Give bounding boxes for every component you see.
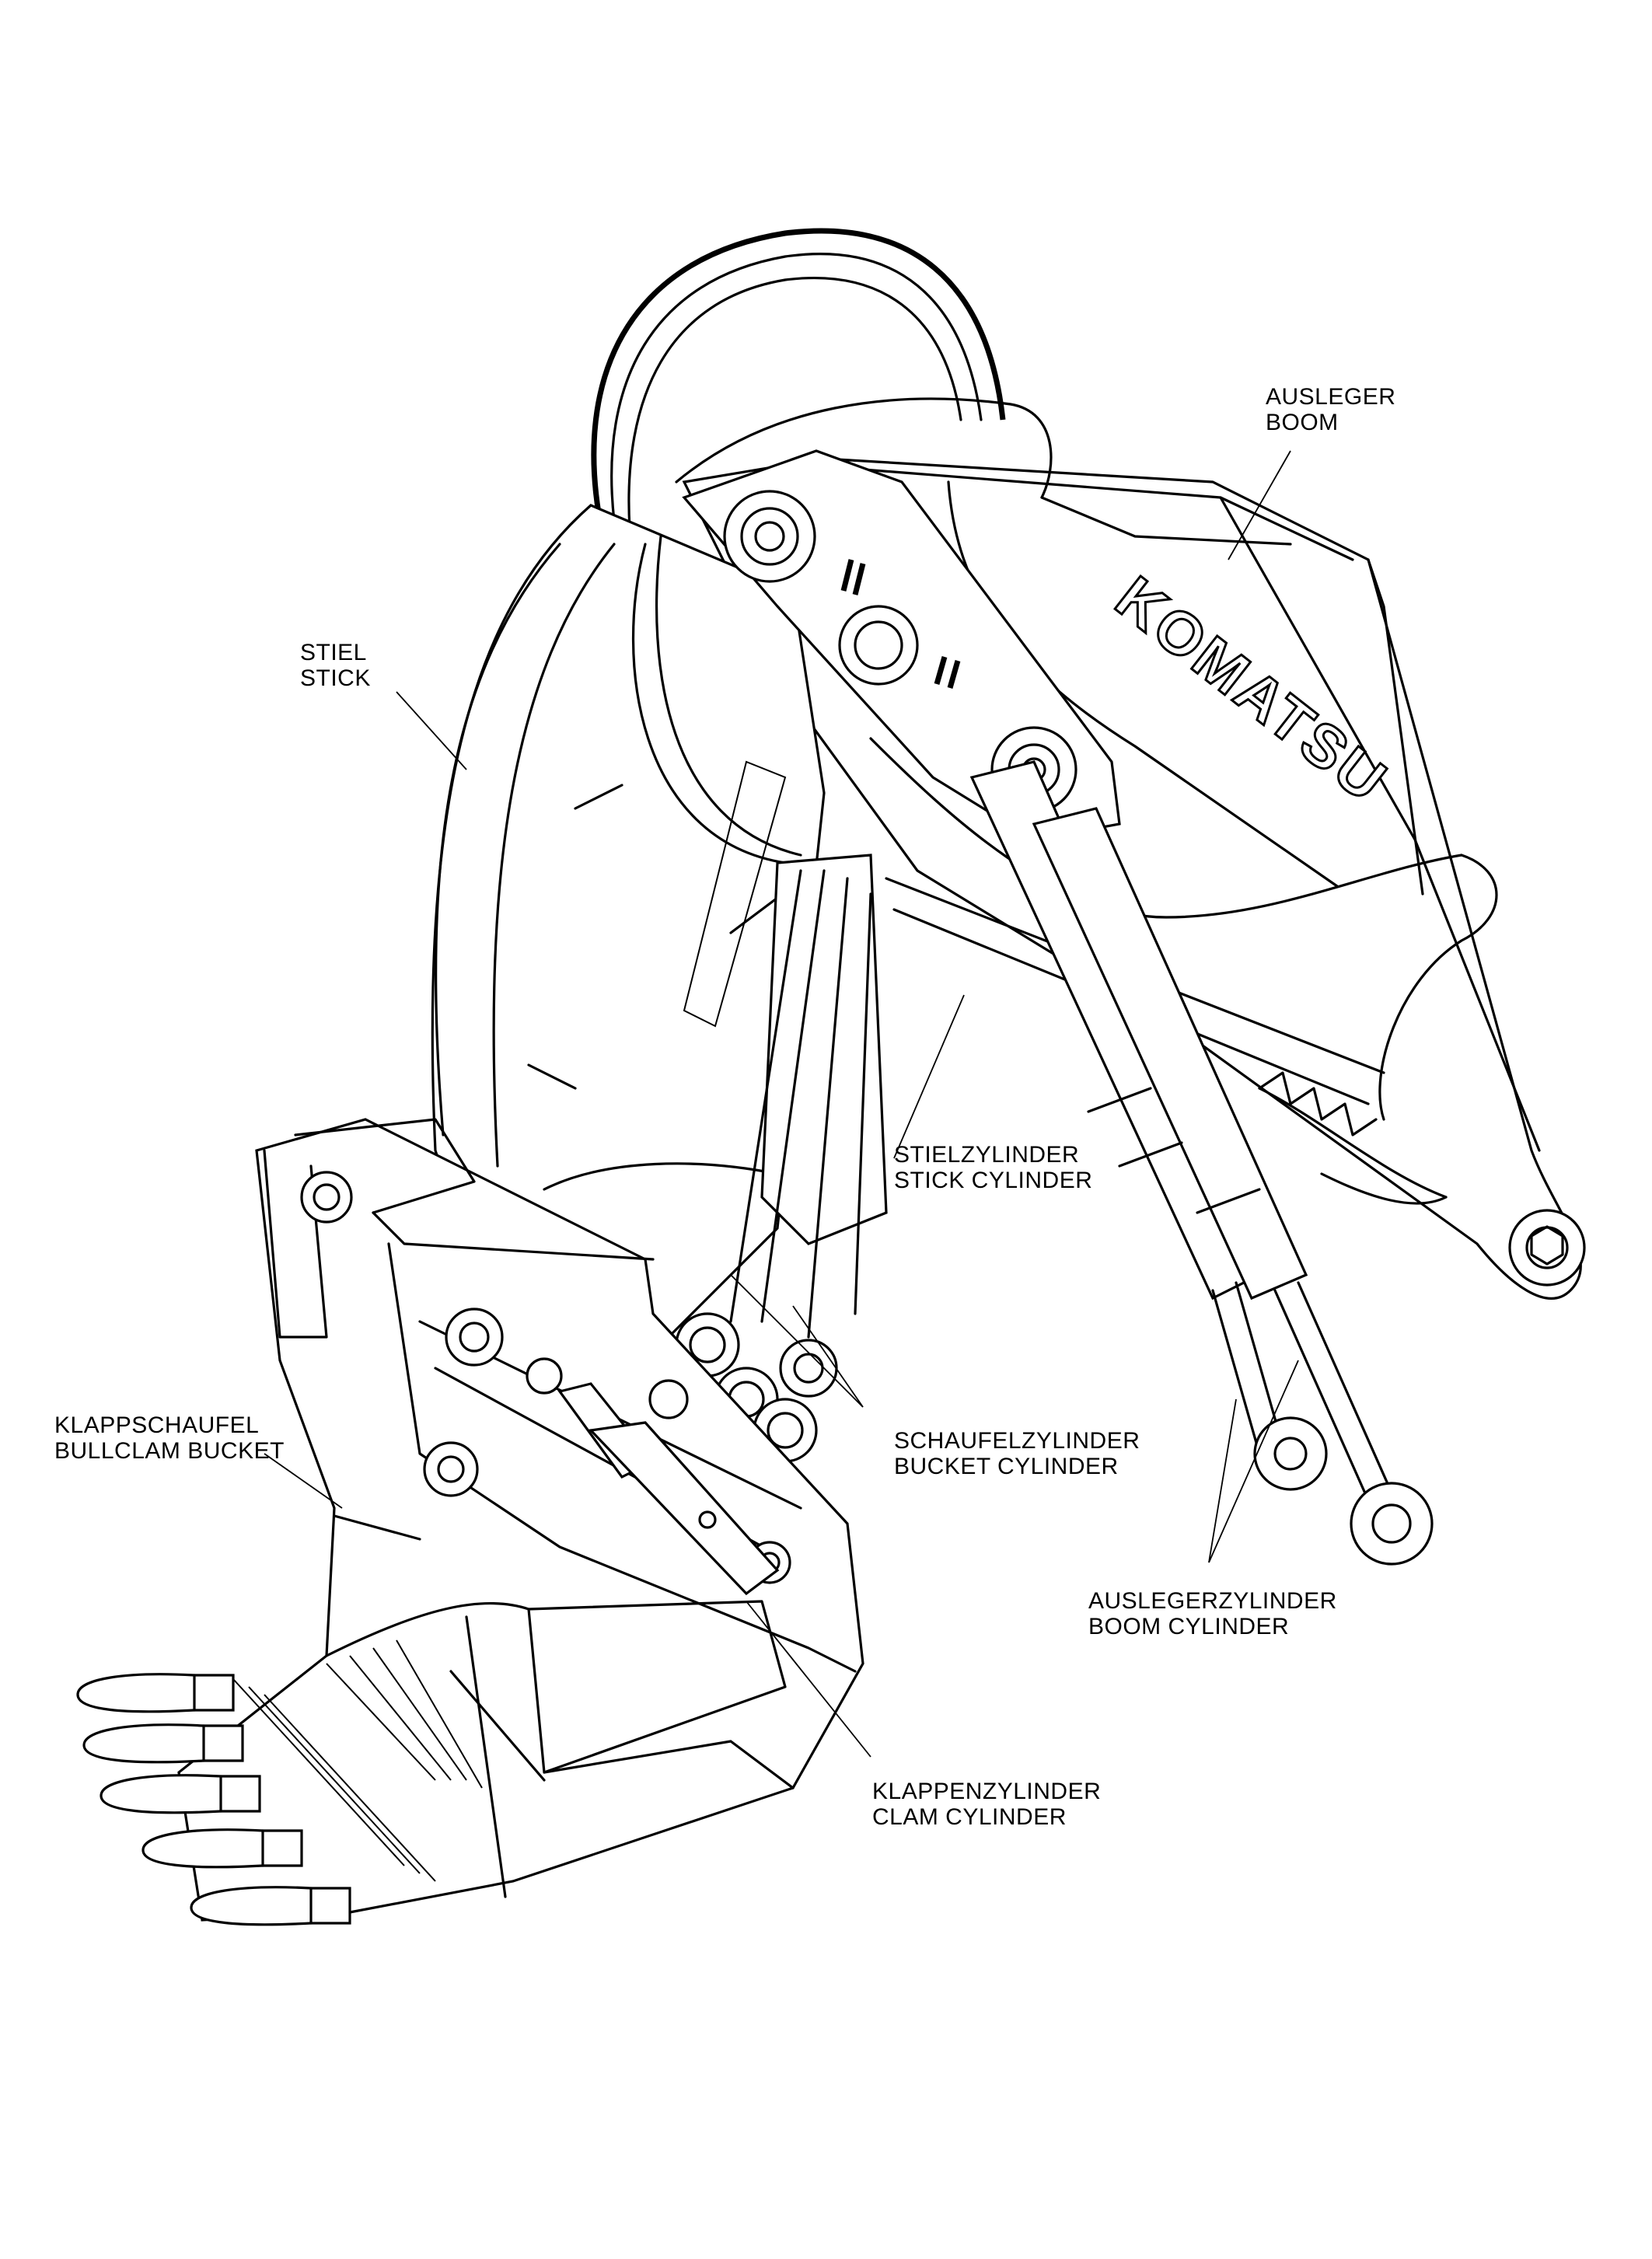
bucket-teeth: [76, 1673, 351, 1926]
stick: [431, 504, 826, 1346]
leader-lines: [264, 450, 1299, 1758]
stick-cylinder-spring: [1258, 1071, 1448, 1205]
boom-cylinders: [969, 760, 1434, 1566]
hydraulic-lines: [543, 397, 1498, 1191]
label-boom: AUSLEGER BOOM: [1266, 384, 1396, 435]
bullclam-bucket: [177, 1118, 864, 1922]
link-plate: [682, 449, 1121, 841]
label-stick: STIEL STICK: [300, 640, 371, 691]
label-bucket-cylinder: SCHAUFELZYLINDER BUCKET CYLINDER: [894, 1428, 1140, 1479]
hose-loop: [591, 228, 1006, 530]
clam-cylinder: [557, 1382, 780, 1596]
label-bullclam-bucket: KLAPPSCHAUFEL BULLCLAM BUCKET: [54, 1412, 285, 1464]
label-clam-cylinder: KLAPPENZYLINDER CLAM CYLINDER: [872, 1779, 1102, 1830]
bucket-cylinders: [675, 854, 888, 1463]
label-boom-cylinder: AUSLEGERZYLINDER BOOM CYLINDER: [1088, 1588, 1337, 1639]
label-stick-cylinder: STIELZYLINDER STICK CYLINDER: [894, 1142, 1093, 1193]
